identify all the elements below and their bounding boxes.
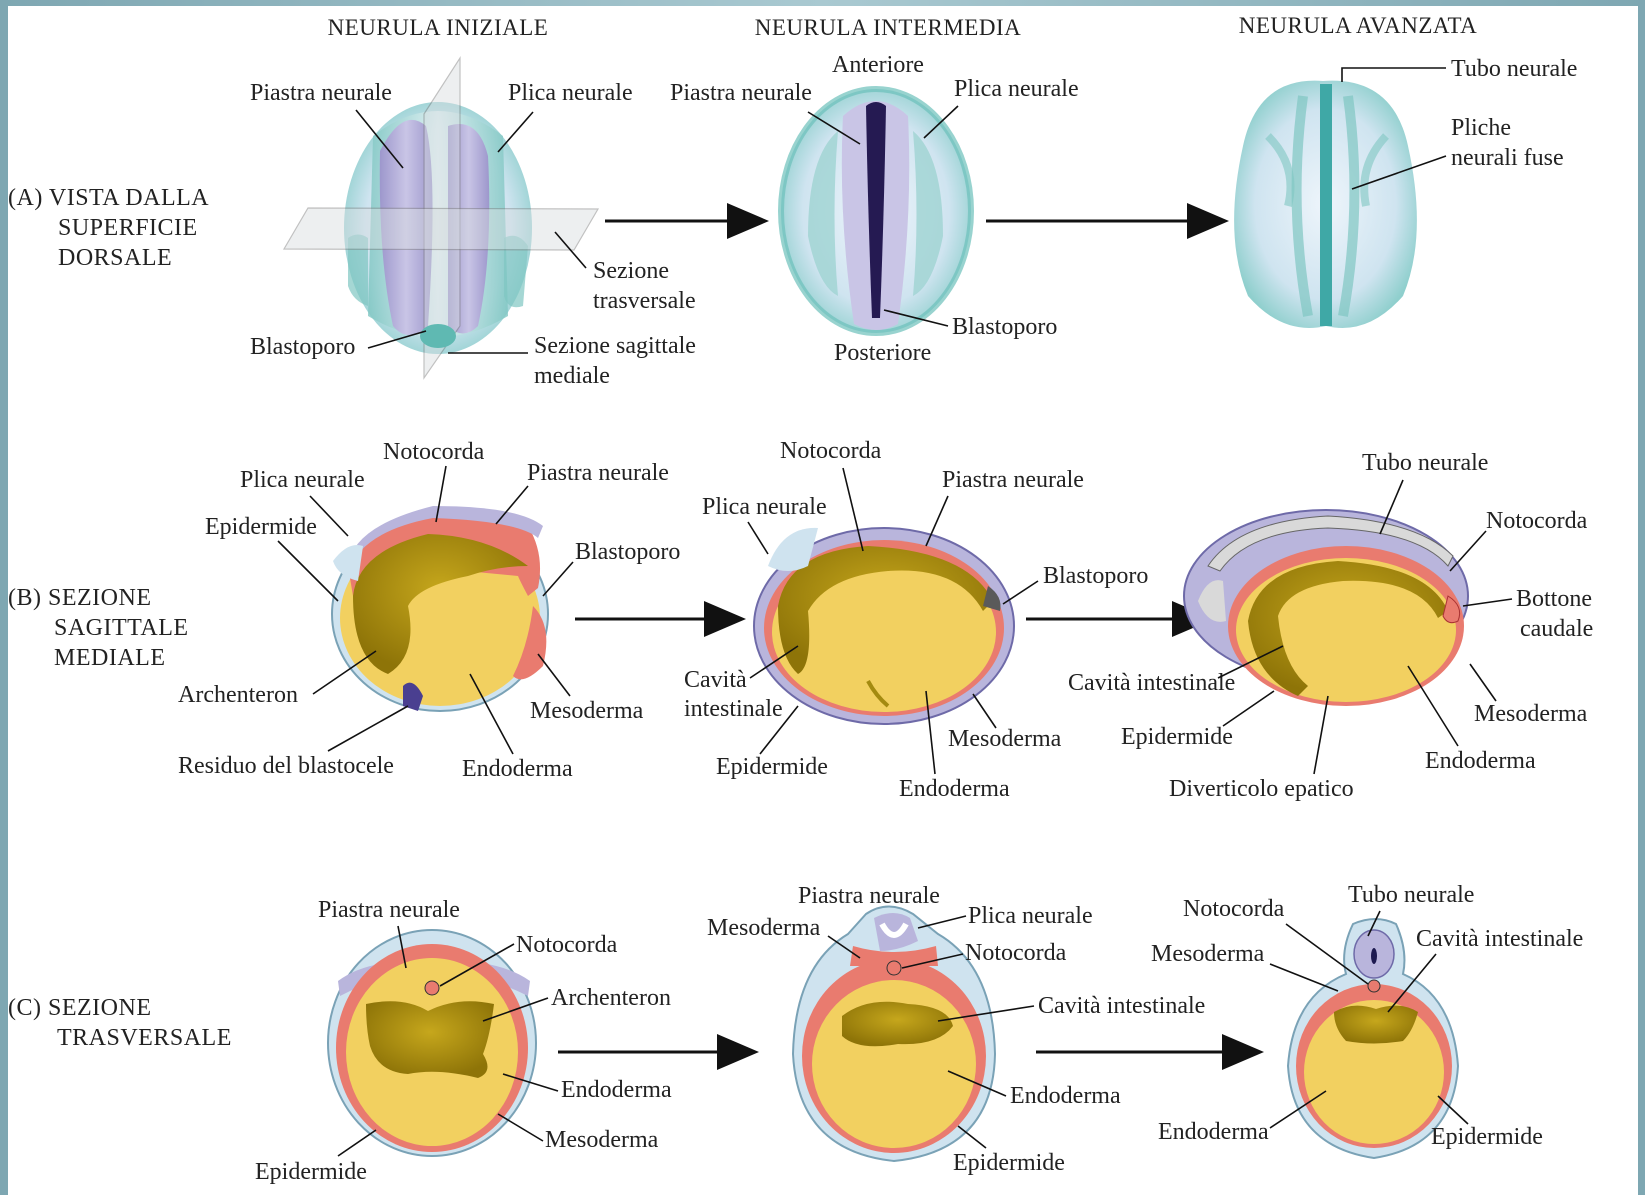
label-c-archenteron: Archenteron xyxy=(551,985,671,1011)
label-c-endoderma-2: Endoderma xyxy=(1010,1083,1121,1109)
svg-text:DORSALE: DORSALE xyxy=(58,245,172,271)
label-b-archenteron: Archenteron xyxy=(178,682,298,708)
label-b-notocorda-1: Notocorda xyxy=(383,439,485,465)
label-b-blastoporo-1: Blastoporo xyxy=(575,539,680,565)
embryo-b-early xyxy=(332,506,548,711)
label-b-notocorda-3: Notocorda xyxy=(1486,508,1588,534)
embryo-c-advanced xyxy=(1288,919,1458,1158)
svg-text:SUPERFICIE: SUPERFICIE xyxy=(58,215,198,241)
label-c-tubo-neurale-3: Tubo neurale xyxy=(1348,882,1474,908)
label-c-notocorda-3: Notocorda xyxy=(1183,896,1285,922)
label-b-endoderma-3: Endoderma xyxy=(1425,748,1536,774)
label-a-piastra-neurale-1: Piastra neurale xyxy=(250,80,392,106)
label-b-blastoporo-2: Blastoporo xyxy=(1043,563,1148,589)
label-c-endoderma-3: Endoderma xyxy=(1158,1119,1269,1145)
label-c-mesoderma-1: Mesoderma xyxy=(545,1127,659,1153)
label-c-piastra-neurale-1: Piastra neurale xyxy=(318,897,460,923)
embryo-c-early xyxy=(328,930,536,1156)
label-a-tubo-neurale: Tubo neurale xyxy=(1451,56,1577,82)
svg-text:MEDIALE: MEDIALE xyxy=(54,645,165,671)
label-b-epidermide-3: Epidermide xyxy=(1121,724,1233,750)
label-b-plica-neurale-1: Plica neurale xyxy=(240,467,365,493)
label-a-neurali-fuse: neurali fuse xyxy=(1451,145,1564,171)
label-a-mediale: mediale xyxy=(534,363,610,389)
label-a-piastra-neurale-2: Piastra neurale xyxy=(670,80,812,106)
label-c-epidermide-3: Epidermide xyxy=(1431,1124,1543,1150)
label-b-diverticolo-epatico: Diverticolo epatico xyxy=(1169,776,1354,802)
label-b-epidermide-2: Epidermide xyxy=(716,754,828,780)
label-b-cavita-intestinale-3: Cavità intestinale xyxy=(1068,670,1235,696)
header-neurula-intermedia: NEURULA INTERMEDIA xyxy=(755,15,1021,40)
label-a-sezione-sagittale: Sezione sagittale xyxy=(534,333,696,359)
svg-text:(C) SEZIONE: (C) SEZIONE xyxy=(8,995,151,1021)
label-c-endoderma-1: Endoderma xyxy=(561,1077,672,1103)
label-b-tubo-neurale-3: Tubo neurale xyxy=(1362,450,1488,476)
label-c-cavita-intestinale-3: Cavità intestinale xyxy=(1416,926,1583,952)
label-c-notocorda-2: Notocorda xyxy=(965,940,1067,966)
label-c-cavita-intestinale-2: Cavità intestinale xyxy=(1038,993,1205,1019)
label-b-mesoderma-1: Mesoderma xyxy=(530,698,644,724)
label-b-notocorda-2: Notocorda xyxy=(780,438,882,464)
label-b-mesoderma-3: Mesoderma xyxy=(1474,701,1588,727)
label-b-plica-neurale-2: Plica neurale xyxy=(702,494,827,520)
embryo-a-early xyxy=(284,58,598,378)
label-c-mesoderma-3: Mesoderma xyxy=(1151,941,1265,967)
header-neurula-iniziale: NEURULA INIZIALE xyxy=(328,15,549,40)
neurulation-diagram: NEURULA INIZIALE NEURULA INTERMEDIA NEUR… xyxy=(8,6,1638,1195)
label-c-epidermide-1: Epidermide xyxy=(255,1159,367,1185)
label-c-epidermide-2: Epidermide xyxy=(953,1150,1065,1176)
header-neurula-avanzata: NEURULA AVANZATA xyxy=(1239,13,1478,38)
label-a-anteriore: Anteriore xyxy=(832,52,924,78)
label-b-piastra-neurale-2: Piastra neurale xyxy=(942,467,1084,493)
svg-text:TRASVERSALE: TRASVERSALE xyxy=(57,1025,232,1051)
svg-text:(B) SEZIONE: (B) SEZIONE xyxy=(8,585,151,611)
label-c-notocorda-1: Notocorda xyxy=(516,932,618,958)
embryo-a-intermediate xyxy=(781,89,971,333)
label-a-plica-neurale-1: Plica neurale xyxy=(508,80,633,106)
label-a-blastoporo-1: Blastoporo xyxy=(250,334,355,360)
label-a-pliche: Pliche xyxy=(1451,115,1511,141)
label-b-bottone: Bottone xyxy=(1516,586,1592,612)
label-b-endoderma-1: Endoderma xyxy=(462,756,573,782)
label-b-mesoderma-2: Mesoderma xyxy=(948,726,1062,752)
svg-text:SAGITTALE: SAGITTALE xyxy=(54,615,189,641)
label-b-cavita-2b: intestinale xyxy=(684,696,783,722)
label-a-posteriore: Posteriore xyxy=(834,340,931,366)
label-c-mesoderma-2: Mesoderma xyxy=(707,915,821,941)
label-a-blastoporo-2: Blastoporo xyxy=(952,314,1057,340)
row-label-c: (C) SEZIONE TRASVERSALE xyxy=(8,995,232,1051)
label-b-residuo-blastocele: Residuo del blastocele xyxy=(178,753,394,779)
label-b-caudale: caudale xyxy=(1520,616,1593,642)
label-b-piastra-neurale-1: Piastra neurale xyxy=(527,460,669,486)
label-c-plica-neurale-2: Plica neurale xyxy=(968,903,1093,929)
embryo-a-advanced xyxy=(1234,81,1417,328)
label-b-cavita-2a: Cavità xyxy=(684,667,747,693)
label-b-epidermide-1: Epidermide xyxy=(205,514,317,540)
embryo-b-intermediate xyxy=(754,528,1014,724)
label-a-plica-neurale-2: Plica neurale xyxy=(954,76,1079,102)
figure-panel: NEURULA INIZIALE NEURULA INTERMEDIA NEUR… xyxy=(8,6,1638,1195)
label-b-endoderma-2: Endoderma xyxy=(899,776,1010,802)
label-c-piastra-neurale-2: Piastra neurale xyxy=(798,883,940,909)
label-a-trasversale-1: trasversale xyxy=(593,288,696,314)
row-label-a: (A) VISTA DALLA SUPERFICIE DORSALE xyxy=(8,185,209,271)
label-a-sezione-1: Sezione xyxy=(593,258,669,284)
row-label-b: (B) SEZIONE SAGITTALE MEDIALE xyxy=(8,585,189,671)
svg-text:(A) VISTA DALLA: (A) VISTA DALLA xyxy=(8,185,209,211)
